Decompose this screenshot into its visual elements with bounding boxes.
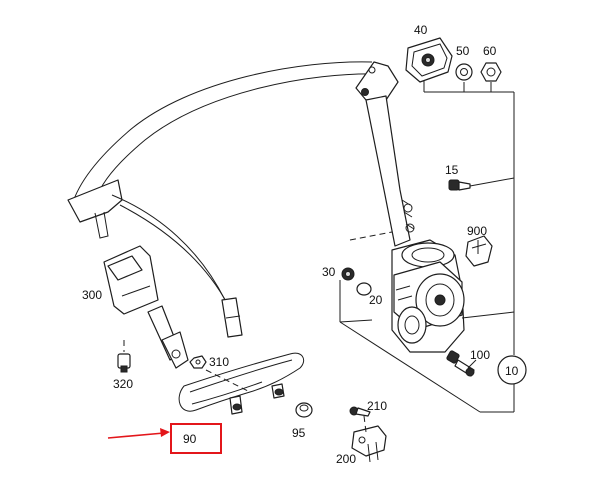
label-100: 100 — [470, 348, 490, 362]
highlight-box — [170, 423, 222, 454]
label-90: 90 — [183, 432, 197, 446]
part-90-anchor-cable — [178, 352, 305, 415]
label-50: 50 — [456, 44, 470, 58]
part-40-bracket — [405, 37, 453, 83]
label-300: 300 — [82, 288, 102, 302]
label-15: 15 — [445, 163, 459, 177]
label-200: 200 — [336, 452, 356, 466]
part-60-nut — [480, 62, 502, 82]
label-95: 95 — [292, 426, 306, 440]
label-900: 900 — [467, 224, 487, 238]
label-210: 210 — [367, 399, 387, 413]
part-20-cap — [356, 282, 372, 296]
part-10-retractor — [391, 239, 465, 353]
part-200-bracket — [351, 425, 387, 463]
part-900-clip — [465, 235, 493, 267]
label-320: 320 — [113, 377, 133, 391]
label-60: 60 — [483, 44, 497, 58]
part-320-bolt — [117, 353, 131, 373]
leader-lines — [123, 80, 515, 433]
highlight-arrow — [107, 428, 170, 439]
label-10: 10 — [505, 364, 519, 378]
label-20: 20 — [369, 293, 383, 307]
part-15-bolt — [448, 179, 471, 191]
label-30: 30 — [322, 265, 336, 279]
upper-guide-loop — [355, 61, 399, 101]
part-310-nut — [189, 355, 207, 369]
label-310: 310 — [209, 355, 229, 369]
part-300-buckle — [103, 245, 189, 369]
part-30-nut — [341, 267, 355, 281]
part-50-washer — [455, 63, 473, 81]
label-40: 40 — [414, 23, 428, 37]
belt-webbing — [67, 61, 381, 338]
callout-circle-10 — [497, 355, 527, 385]
part-210-bolt — [349, 406, 371, 417]
retractor-strap — [365, 95, 415, 247]
part-95-cap — [295, 402, 313, 418]
